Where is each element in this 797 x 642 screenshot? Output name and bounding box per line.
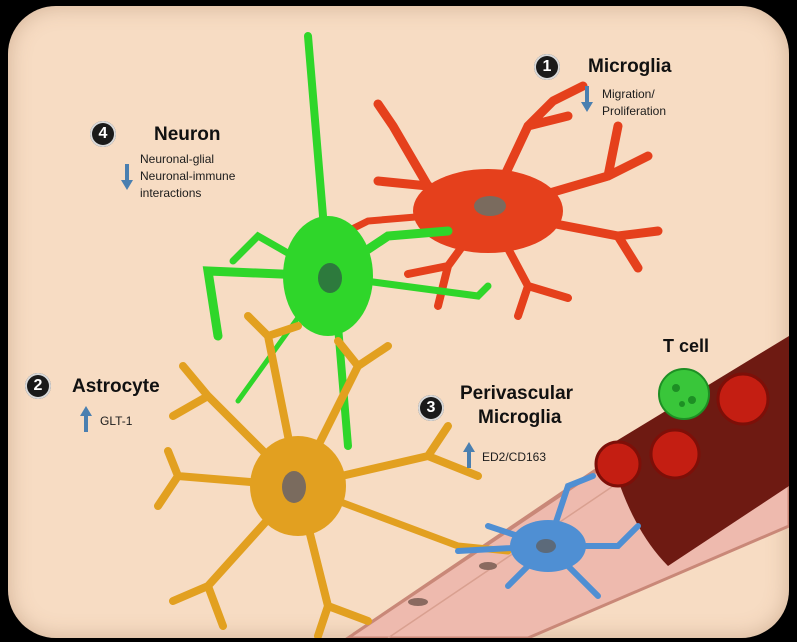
- arrow-down-icon: [121, 164, 133, 190]
- red-blood-cell: [596, 442, 640, 486]
- perivascular-title: Perivascular Microglia: [460, 382, 573, 430]
- microglia-nucleus: [474, 196, 506, 216]
- microglia-detail: Migration/ Proliferation: [602, 86, 666, 120]
- neuron-nucleus: [318, 263, 342, 293]
- callout-number-4: 4: [90, 121, 116, 147]
- diagram-panel: 1 Microglia Migration/ Proliferation 4 N…: [8, 6, 789, 638]
- astrocyte-nucleus: [282, 471, 306, 503]
- neuron-detail: Neuronal-glial Neuronal-immune interacti…: [140, 151, 235, 202]
- callout-number-2: 2: [25, 373, 51, 399]
- astrocyte-title: Astrocyte: [72, 376, 160, 398]
- astrocyte-detail: GLT-1: [100, 413, 132, 430]
- callout-number-3: 3: [418, 395, 444, 421]
- cells-illustration: [8, 6, 789, 638]
- t-cell-label: T cell: [663, 336, 709, 357]
- callout-number-1: 1: [534, 54, 560, 80]
- neuron-title: Neuron: [154, 124, 221, 146]
- perivascular-detail: ED2/CD163: [482, 449, 546, 466]
- red-blood-cell: [718, 374, 768, 424]
- t-cell: [659, 369, 709, 419]
- microglia-title: Microglia: [588, 56, 671, 78]
- arrow-up-icon: [463, 442, 475, 468]
- arrow-up-icon: [80, 406, 92, 432]
- red-blood-cell: [651, 430, 699, 478]
- arrow-down-icon: [581, 86, 593, 112]
